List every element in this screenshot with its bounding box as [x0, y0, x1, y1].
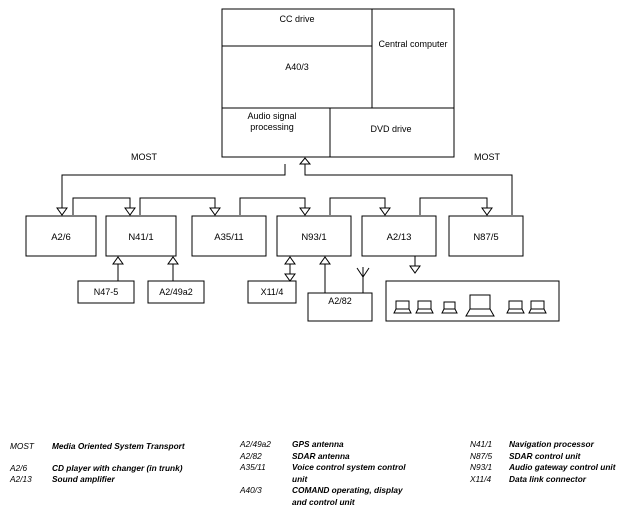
legend-entry: A40/3 COMAND operating, display	[240, 485, 460, 497]
speaker-panel	[385, 280, 560, 322]
legend-entry: X11/4 Data link connector	[470, 474, 635, 486]
unit-box-a35-11	[191, 215, 267, 257]
legend-abbr: X11/4	[470, 473, 492, 484]
unit-box-n41-1	[105, 215, 177, 257]
legend-column-2: A2/49a2 GPS antenna A2/82 SDAR antenna A…	[240, 439, 460, 508]
legend-desc: unit	[292, 473, 308, 484]
dvd-drive-label: DVD drive	[370, 124, 411, 134]
ring-unit-label: N87/5	[473, 232, 498, 243]
legend-entry: A2/82 SDAR antenna	[240, 451, 460, 463]
legend-abbr: N87/5	[470, 450, 493, 461]
cc-drive-label: CC drive	[279, 14, 314, 24]
legend-abbr: MOST	[10, 441, 34, 451]
legend-desc: COMAND operating, display	[292, 485, 403, 495]
audio-signal-label-line1: Audio signal	[247, 111, 296, 121]
central-unit-box	[221, 8, 455, 158]
legend-column-3: N41/1 Navigation processor N87/5 SDAR co…	[470, 439, 635, 485]
unit-box-a2-13	[361, 215, 437, 257]
legend-desc: Data link connector	[509, 473, 586, 484]
ring-unit-label: N41/1	[128, 232, 153, 243]
ring-unit-label: A35/11	[214, 232, 243, 243]
legend-entry-continuation: unit	[240, 474, 460, 486]
legend-entry: A35/11 Voice control system control	[240, 462, 460, 474]
legend-abbr: A35/11	[240, 462, 266, 472]
legend-abbr: A2/13	[10, 474, 32, 484]
legend-entry: N87/5 SDAR control unit	[470, 451, 635, 463]
aux-box-x11-4	[247, 280, 297, 304]
ring-unit-label: A2/6	[51, 232, 71, 243]
unit-box-a2-6	[25, 215, 97, 257]
legend-desc: Sound amplifier	[52, 474, 115, 484]
aux-box-a2-49a2	[147, 280, 205, 304]
n47-5-label: N47-5	[94, 287, 119, 297]
legend-abbr: A2/49a2	[240, 439, 271, 449]
a2-82-label: A2/82	[328, 296, 352, 306]
legend-entry: N93/1 Audio gateway control unit	[470, 462, 635, 474]
legend-desc: Voice control system control	[292, 462, 406, 472]
legend-entry-continuation: and control unit	[240, 497, 460, 509]
legend-desc: SDAR control unit	[509, 450, 581, 461]
aux-box-n47-5	[77, 280, 135, 304]
legend-desc: CD player with changer (in trunk)	[52, 462, 183, 473]
legend-entry: A2/49a2 GPS antenna	[240, 439, 460, 451]
legend-entry: A2/6 CD player with changer (in trunk)	[10, 463, 230, 475]
ring-unit-label: N93/1	[301, 232, 326, 243]
unit-box-n87-5	[448, 215, 524, 257]
legend-entry: N41/1 Navigation processor	[470, 439, 635, 451]
legend-desc: Media Oriented System Transport	[52, 441, 185, 451]
legend-desc: and control unit	[292, 496, 355, 507]
legend-entry: A2/13 Sound amplifier	[10, 474, 230, 486]
legend-abbr: N41/1	[470, 439, 493, 449]
unit-box-n93-1	[276, 215, 352, 257]
audio-signal-label-line2: processing	[250, 122, 294, 132]
legend-abbr: A2/82	[240, 450, 262, 461]
legend-desc: Navigation processor	[509, 439, 594, 449]
speakers-icon	[393, 294, 547, 317]
legend-desc: GPS antenna	[292, 439, 344, 449]
legend-abbr: A40/3	[240, 485, 262, 495]
legend-abbr: A2/6	[10, 462, 28, 473]
a2-49a2-label: A2/49a2	[159, 287, 193, 297]
legend-desc: SDAR antenna	[292, 450, 350, 461]
most-label-right: MOST	[474, 152, 501, 162]
central-computer-label: Central computer	[378, 39, 447, 49]
most-label-left: MOST	[131, 152, 158, 162]
legend-column-1: MOST Media Oriented System Transport A2/…	[10, 441, 230, 486]
ring-unit-label: A2/13	[387, 232, 412, 243]
legend-entry: MOST Media Oriented System Transport	[10, 441, 230, 453]
legend-abbr: N93/1	[470, 462, 493, 472]
x11-4-label: X11/4	[261, 287, 284, 297]
a40-3-label: A40/3	[285, 62, 309, 72]
legend-desc: Audio gateway control unit	[509, 462, 616, 472]
aux-box-a2-82	[307, 292, 373, 322]
